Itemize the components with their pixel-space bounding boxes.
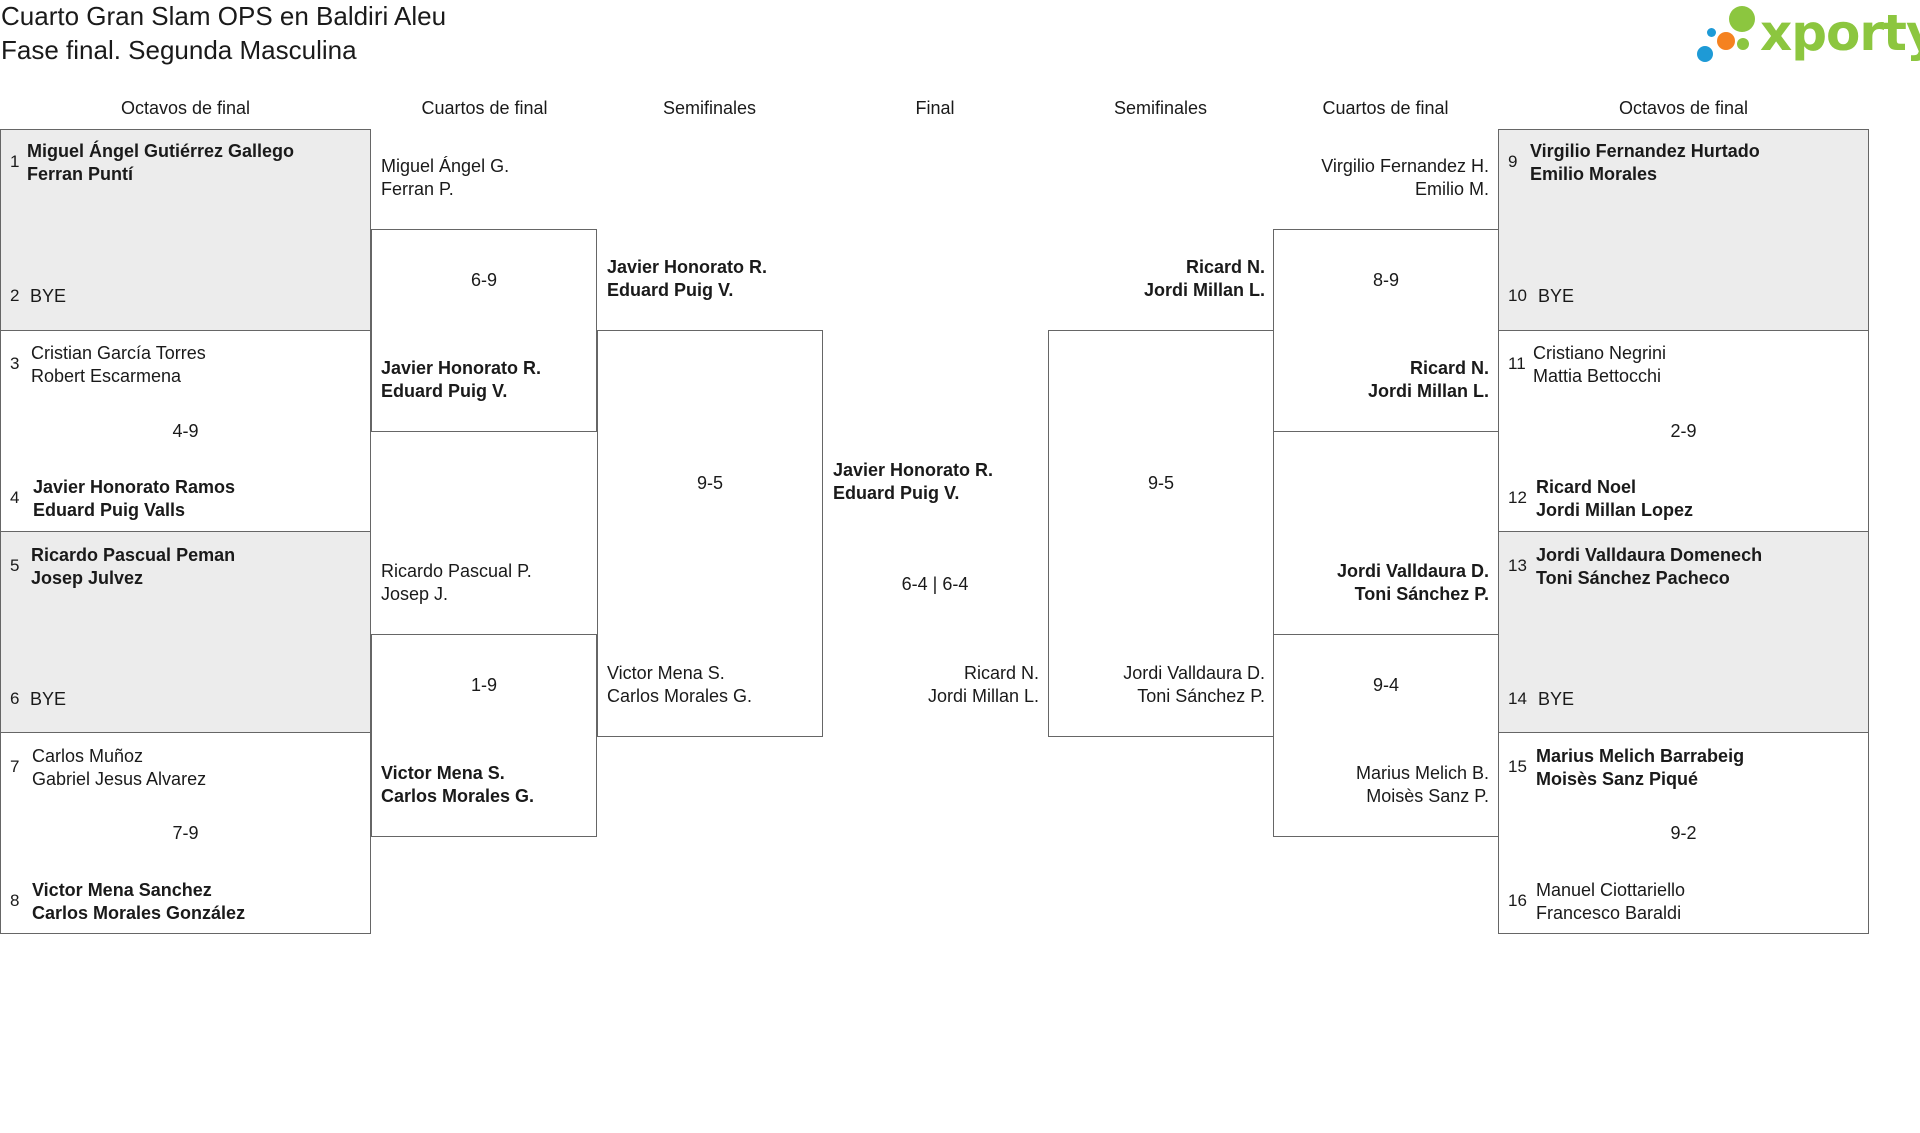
team-name: Jordi Valldaura D.Toni Sánchez P. (1336, 561, 1489, 604)
seed-number: 14 (1508, 689, 1527, 708)
team-name: Ricard N.Jordi Millan L. (1143, 257, 1265, 300)
team-name-bye: BYE (30, 286, 67, 306)
team-name: Ricard N.Jordi Millan L. (1367, 358, 1489, 401)
match-score: 1-9 (470, 675, 497, 695)
match-score: 2-9 (1670, 421, 1697, 441)
seed-number: 3 (10, 354, 20, 373)
seed-number: 5 (10, 556, 20, 575)
match-box-left-r16-3 (0, 531, 371, 733)
seed-number: 2 (10, 286, 20, 305)
seed-number: 12 (1508, 488, 1527, 507)
match-box-left-r16-1 (0, 129, 371, 331)
match-box-right-r16-1 (1498, 129, 1869, 331)
team-name: Ricardo Pascual P.Josep J. (381, 561, 532, 604)
match-box-right-sf (1048, 330, 1274, 737)
header-right-sf: Semifinales (1113, 98, 1208, 118)
team-name-bye: BYE (1538, 689, 1575, 709)
seed-number: 16 (1508, 891, 1527, 910)
page-subtitle: Fase final. Segunda Masculina (1, 35, 357, 65)
header-right-r16: Octavos de final (1618, 98, 1749, 118)
match-score: 8-9 (1372, 270, 1399, 290)
match-score: 7-9 (172, 823, 199, 843)
logo-dot-blue (1697, 46, 1713, 62)
team-name: Jordi Valldaura D.Toni Sánchez P. (1123, 663, 1265, 706)
logo-dot-orange (1717, 32, 1735, 50)
page-title: Cuarto Gran Slam OPS en Baldiri Aleu (1, 1, 447, 31)
header-right-qf: Cuartos de final (1322, 98, 1449, 118)
team-name: Marius Melich B.Moisès Sanz P. (1355, 763, 1489, 806)
match-box-left-r16-4 (0, 732, 371, 934)
final-team-winner: Javier Honorato R.Eduard Puig V. (833, 460, 994, 503)
team-name: Victor Mena S.Carlos Morales G. (607, 663, 753, 706)
seed-number: 15 (1508, 757, 1527, 776)
header-left-r16: Octavos de final (120, 98, 251, 118)
team-name-bye: BYE (30, 689, 67, 709)
xporty-logo: xporty (1696, 2, 1920, 66)
match-score: 9-2 (1670, 823, 1697, 843)
logo-wordmark: xporty (1760, 4, 1920, 62)
team-name-bye: BYE (1538, 286, 1575, 306)
logo-dot-green-small (1737, 38, 1749, 50)
team-name: Javier Honorato R.Eduard Puig V. (607, 257, 768, 300)
seed-number: 13 (1508, 556, 1527, 575)
final-score: 6-4 | 6-4 (901, 574, 969, 594)
seed-number: 8 (10, 891, 20, 910)
header-left-qf: Cuartos de final (421, 98, 548, 118)
team-name: Miguel Ángel G.Ferran P. (381, 156, 510, 199)
match-box-left-qf-2 (371, 634, 597, 837)
seed-number: 11 (1508, 354, 1526, 373)
team-name: Javier Honorato R.Eduard Puig V. (381, 358, 542, 401)
logo-dot-green (1729, 6, 1755, 32)
seed-number: 1 (10, 152, 20, 171)
seed-number: 7 (10, 757, 20, 776)
match-score: 4-9 (172, 421, 199, 441)
seed-number: 4 (10, 488, 20, 507)
seed-number: 9 (1508, 152, 1518, 171)
logo-dot-blue-small (1707, 28, 1716, 37)
match-box-right-r16-4 (1498, 732, 1869, 934)
header-left-sf: Semifinales (662, 98, 757, 118)
seed-number: 10 (1508, 286, 1527, 305)
team-name: Virgilio Fernandez H.Emilio M. (1321, 156, 1489, 199)
team-name: Victor Mena S.Carlos Morales G. (381, 763, 535, 806)
match-score: 9-5 (696, 473, 723, 493)
match-box-left-qf-1 (371, 229, 597, 432)
header-final: Final (915, 98, 955, 118)
match-score: 9-5 (1147, 473, 1174, 493)
match-score: 6-9 (470, 270, 497, 290)
match-box-left-sf (597, 330, 823, 737)
final-team-runner-up: Ricard N.Jordi Millan L. (927, 663, 1039, 706)
seed-number: 6 (10, 689, 20, 708)
match-score: 9-4 (1372, 675, 1399, 695)
